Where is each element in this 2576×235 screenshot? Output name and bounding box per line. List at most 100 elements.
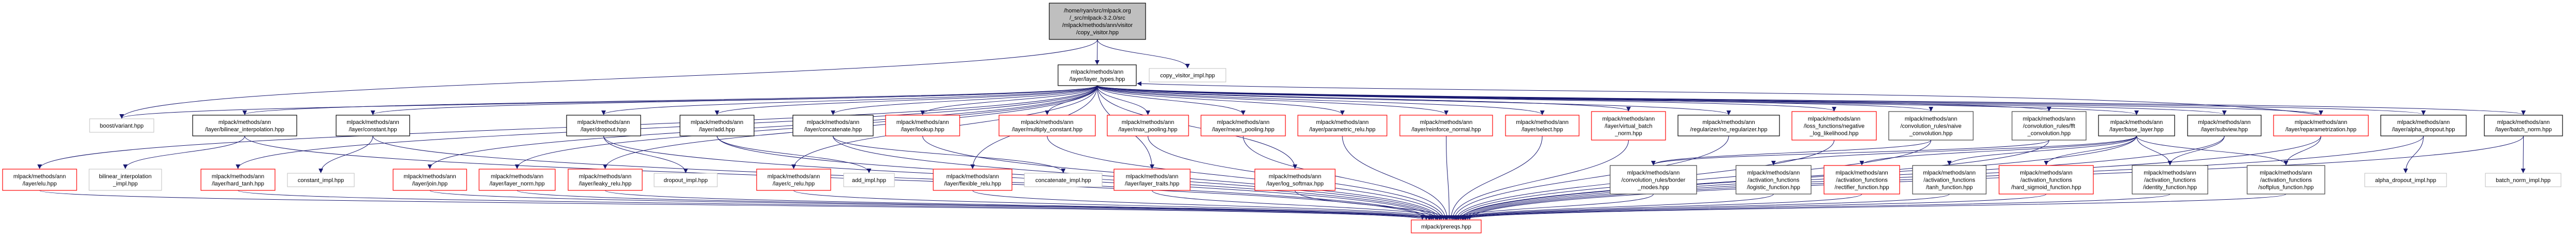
node-dropout[interactable]: mlpack/methods/ann/layer/dropout.hpp [566,115,641,136]
node-label-line: mlpack/methods/ann [1923,170,1976,176]
node-label-line: mlpack/methods/ann [212,174,265,180]
node-concatenate[interactable]: mlpack/methods/ann/layer/concatenate.hpp [792,115,874,136]
node-virtual-batch-norm[interactable]: mlpack/methods/ann/layer/virtual_batch_n… [1591,111,1666,141]
node-elu[interactable]: mlpack/methods/ann/layer/elu.hpp [2,169,77,191]
edge-root-to-copy_visitor_impl [1097,39,1190,68]
node-label-line: /layer/mean_pooling.hpp [1212,127,1274,133]
node-label-line: /layer/batch_norm.hpp [2495,127,2552,133]
edge-log_softmax-to-prereqs [1295,190,1449,220]
node-border-modes[interactable]: mlpack/methods/ann/convolution_rules/bor… [1610,165,1697,195]
node-log-softmax[interactable]: mlpack/methods/ann/layer/log_softmax.hpp [1254,169,1336,191]
node-box [336,115,410,136]
node-reinforce-normal[interactable]: mlpack/methods/ann/layer/reinforce_norma… [1399,115,1493,136]
node-box [1149,68,1226,82]
node-label-line: _convolution.hpp [1909,131,1952,137]
node-base-layer[interactable]: mlpack/methods/ann/layer/base_layer.hpp [2098,115,2175,136]
node-box [1399,115,1493,136]
node-batch-norm-impl[interactable]: batch_norm_impl.hpp [2485,173,2561,187]
node-box [1610,165,1697,195]
node-c-relu[interactable]: mlpack/methods/ann/layer/c_relu.hpp [756,169,831,191]
node-hard-sigmoid[interactable]: mlpack/methods/ann/activation_functions/… [1999,165,2094,195]
node-parametric-relu[interactable]: mlpack/methods/ann/layer/parametric_relu… [1297,115,1387,136]
node-flexible-relu[interactable]: mlpack/methods/ann/layer/flexible_relu.h… [933,169,1012,191]
node-box [1824,165,1900,195]
node-box [1113,169,1191,191]
node-leaky-relu[interactable]: mlpack/methods/ann/layer/leaky_relu.hpp [568,169,643,191]
node-label-line: mlpack/methods/ann [2497,119,2550,126]
node-layer-types[interactable]: mlpack/methods/ann/layer/layer_types.hpp [1058,64,1137,86]
node-box [2485,173,2561,187]
node-reparam[interactable]: mlpack/methods/ann/layer/reparametrizati… [2273,115,2369,136]
node-hard-tanh[interactable]: mlpack/methods/ann/layer/hard_tanh.hpp [200,169,276,191]
node-label-line: mlpack/methods/ann [219,119,271,126]
edge-constant-to-constant_impl [319,135,373,173]
node-label-line: mlpack/methods/ann [1516,119,1569,126]
node-label-line: mlpack/methods/ann [1122,119,1175,126]
node-mean-pooling[interactable]: mlpack/methods/ann/layer/mean_pooling.hp… [1200,115,1286,136]
node-prereqs[interactable]: mlpack/prereqs.hpp [1411,219,1482,233]
node-alpha-dropout-impl[interactable]: alpha_dropout_impl.hpp [2364,173,2447,187]
node-softplus[interactable]: mlpack/methods/ann/activation_functions/… [2247,165,2325,195]
node-tanh[interactable]: mlpack/methods/ann/activation_functions/… [1912,165,1987,195]
node-label-line: /layer/subview.hpp [2201,127,2248,133]
node-subview[interactable]: mlpack/methods/ann/layer/subview.hpp [2187,115,2262,136]
node-constant-impl[interactable]: constant_impl.hpp [287,173,355,187]
node-rectifier[interactable]: mlpack/methods/ann/activation_functions/… [1824,165,1900,195]
node-label-line: /activation_functions [2020,177,2072,184]
node-label-line: concatenate_impl.hpp [1035,177,1091,184]
node-select[interactable]: mlpack/methods/ann/layer/select.hpp [1505,115,1580,136]
node-label-line: /layer/leaky_relu.hpp [579,181,632,187]
node-label-line: /layer/constant.hpp [349,127,397,133]
edge-layer_types-to-base_layer [1097,85,2139,115]
edge-root-to-boost_variant [119,39,1098,119]
node-label-line: mlpack/methods/ann [403,174,456,180]
node-label-line: mlpack/methods/ann [13,174,66,180]
node-label-line: /convolution_rules/border [1622,177,1686,184]
node-batch-norm[interactable]: mlpack/methods/ann/layer/batch_norm.hpp [2484,115,2563,136]
node-label-line: /layer/multiply_constant.hpp [1012,127,1082,133]
node-box [1297,115,1387,136]
node-add[interactable]: mlpack/methods/ann/layer/add.hpp [679,115,755,136]
node-alpha-dropout[interactable]: mlpack/methods/ann/layer/alpha_dropout.h… [2380,115,2467,136]
node-box [2364,173,2447,187]
node-lookup[interactable]: mlpack/methods/ann/layer/lookup.hpp [885,115,960,136]
node-box [1791,111,1877,141]
node-fft[interactable]: mlpack/methods/ann/convolution_rules/fft… [2011,111,2087,141]
nodes-layer: /home/ryan/src/mlpack.org/_src/mlpack-3.… [2,3,2563,233]
node-join[interactable]: mlpack/methods/ann/layer/join.hpp [393,169,467,191]
node-label-line: /logistic_function.hpp [1747,185,1800,191]
node-copy-visitor-impl[interactable]: copy_visitor_impl.hpp [1149,68,1226,82]
edge-virtual_batch_norm-to-prereqs [1450,140,1629,220]
edge-layer_types-to-virtual_batch_norm [1097,85,1631,112]
edge-alpha_dropout-to-alpha_dropout_impl [2403,135,2424,173]
node-logistic[interactable]: mlpack/methods/ann/activation_functions/… [1735,165,1812,195]
edges-layer [37,39,2526,220]
node-boost-variant[interactable]: boost/variant.hpp [89,118,154,133]
node-label-line: /home/ryan/src/mlpack.org [1064,8,1131,14]
edge-flexible_relu-to-prereqs [972,190,1443,220]
node-max-pooling[interactable]: mlpack/methods/ann/layer/max_pooling.hpp [1107,115,1189,136]
node-nll[interactable]: mlpack/methods/ann/loss_functions/negati… [1791,111,1877,141]
node-label-line: _norm.hpp [1614,131,1642,137]
node-label-line: /convolution_rules/naive [1900,123,1961,130]
node-bilinear-impl[interactable]: bilinear_interpolation_impl.hpp [89,169,162,191]
node-layer-norm[interactable]: mlpack/methods/ann/layer/layer_norm.hpp [479,169,556,191]
node-box [1200,115,1286,136]
node-box [2,169,77,191]
node-bilinear[interactable]: mlpack/methods/ann/layer/bilinear_interp… [192,115,297,136]
node-multiply-constant[interactable]: mlpack/methods/ann/layer/multiply_consta… [998,115,1096,136]
node-layer-traits[interactable]: mlpack/methods/ann/layer/layer_traits.hp… [1113,169,1191,191]
node-concatenate-impl[interactable]: concatenate_impl.hpp [1024,173,1103,187]
node-add-impl[interactable]: add_impl.hpp [843,173,895,187]
node-label-line: /layer/bilinear_interpolation.hpp [205,127,284,133]
node-naive[interactable]: mlpack/methods/ann/convolution_rules/nai… [1888,111,1974,141]
node-constant[interactable]: mlpack/methods/ann/layer/constant.hpp [336,115,410,136]
edge-layer_types-to-reparam [1097,85,2323,115]
edge-border_modes-to-prereqs [1451,193,1654,220]
node-label-line: alpha_dropout_impl.hpp [2375,177,2436,184]
node-no-regularizer[interactable]: mlpack/methods/ann/regularizer/no_regula… [1677,115,1780,136]
node-dropout-impl[interactable]: dropout_impl.hpp [654,173,718,187]
node-box [1591,111,1666,141]
node-box [1107,115,1189,136]
node-identity[interactable]: mlpack/methods/ann/activation_functions/… [2132,165,2208,195]
